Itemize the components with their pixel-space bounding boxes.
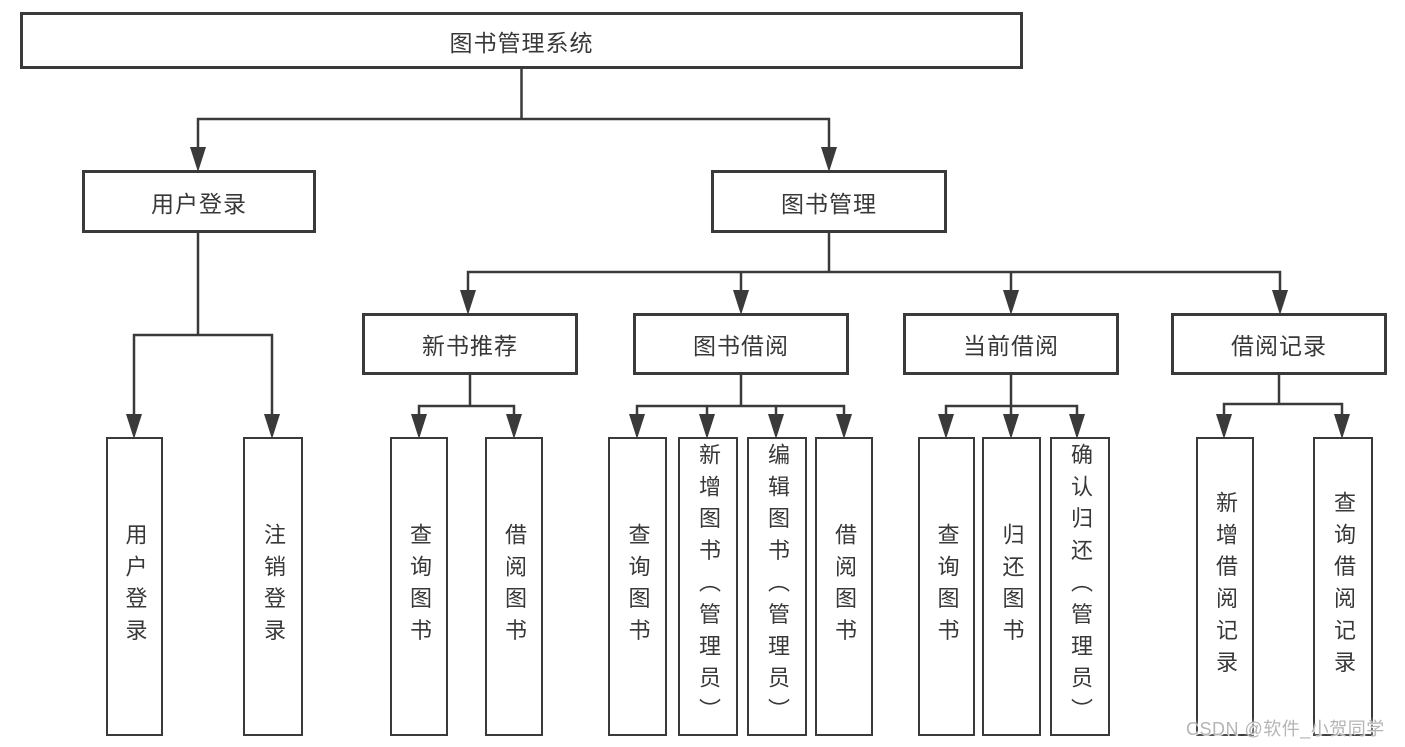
leaf-label: 注销登录 — [261, 522, 286, 651]
leaf-add-borrow-record: 新增借阅记录 — [1196, 437, 1254, 736]
leaf-label: 查询图书 — [625, 522, 651, 651]
node-new-book-recommend: 新书推荐 — [362, 313, 578, 375]
leaf-return-book: 归还图书 — [982, 437, 1041, 736]
leaf-label: 借阅图书 — [502, 522, 527, 651]
leaf-label: 查询图书 — [407, 522, 432, 651]
leaf-user-login: 用户登录 — [106, 437, 163, 736]
leaf-label: 编辑图书（管理员） — [765, 442, 790, 731]
leaf-confirm-return-admin: 确认归还（管理员） — [1050, 437, 1110, 736]
node-book-management: 图书管理 — [711, 170, 947, 233]
arrowheads — [126, 147, 1350, 439]
node-book-borrow: 图书借阅 — [633, 313, 849, 375]
leaf-query-books-current: 查询图书 — [918, 437, 975, 736]
leaf-borrow-books-newbook: 借阅图书 — [485, 437, 543, 736]
node-borrow-record: 借阅记录 — [1171, 313, 1387, 375]
leaf-label: 借阅图书 — [832, 522, 857, 651]
node-user-login: 用户登录 — [82, 170, 316, 233]
node-current-borrow: 当前借阅 — [903, 313, 1119, 375]
node-root: 图书管理系统 — [20, 12, 1023, 69]
watermark-text: CSDN @软件_小贺同学 — [1186, 719, 1385, 739]
leaf-label: 确认归还（管理员） — [1068, 442, 1093, 731]
leaf-label: 新增图书（管理员） — [696, 442, 721, 731]
leaf-edit-book-admin: 编辑图书（管理员） — [747, 437, 807, 736]
leaf-borrow-books-borrow: 借阅图书 — [815, 437, 873, 736]
leaf-label: 归还图书 — [999, 522, 1025, 651]
leaf-query-books-newbook: 查询图书 — [390, 437, 448, 736]
leaf-label: 查询图书 — [934, 522, 960, 651]
leaf-label: 用户登录 — [122, 522, 148, 651]
leaf-add-book-admin: 新增图书（管理员） — [678, 437, 738, 736]
leaf-logout: 注销登录 — [243, 437, 303, 736]
leaf-query-borrow-record: 查询借阅记录 — [1313, 437, 1373, 736]
leaf-label: 新增借阅记录 — [1213, 490, 1238, 683]
leaf-label: 查询借阅记录 — [1331, 490, 1356, 683]
leaf-query-books-borrow: 查询图书 — [608, 437, 667, 736]
